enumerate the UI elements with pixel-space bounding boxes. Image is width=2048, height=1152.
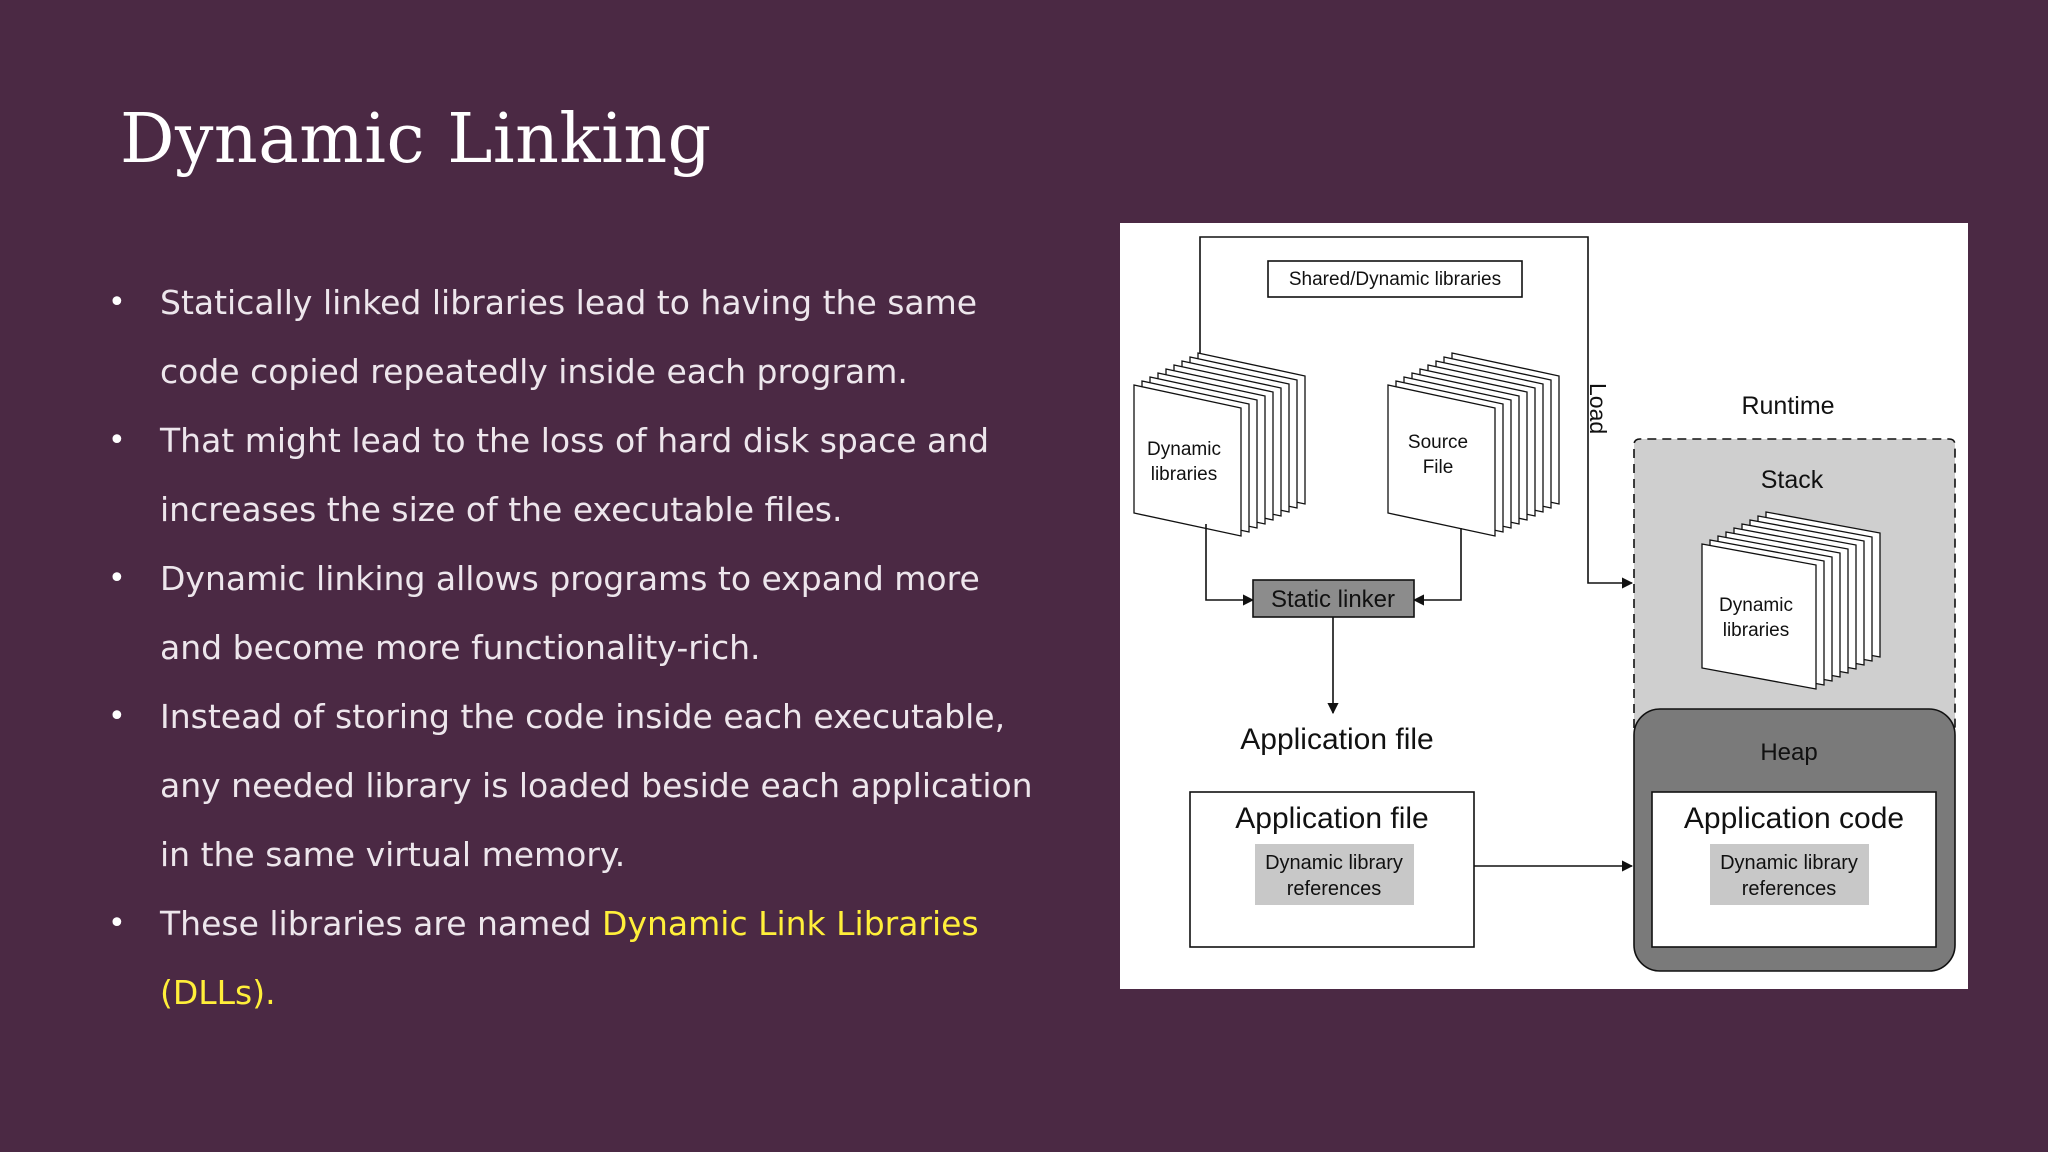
- dll-highlight: Dynamic Link Libraries (DLLs).: [160, 904, 979, 1012]
- dynamic-libraries-stack: [1133, 352, 1306, 537]
- bullet-item: Dynamic linking allows programs to expan…: [108, 544, 1048, 682]
- slide-title: Dynamic Linking: [120, 100, 712, 179]
- application-file-caption: Application file: [1240, 723, 1433, 756]
- source-file-stack: [1387, 352, 1560, 537]
- connector-line: [1412, 528, 1462, 606]
- bullet-list: Statically linked libraries lead to havi…: [108, 268, 1048, 1027]
- load-label: Load: [1585, 383, 1611, 434]
- connector-line: [1205, 524, 1255, 606]
- dynamic-libraries-label: libraries: [1151, 464, 1218, 485]
- heap-references-label: references: [1742, 878, 1837, 900]
- stack-label: Stack: [1761, 466, 1824, 494]
- application-file-box-title: Application file: [1235, 802, 1428, 835]
- application-code-label: Application code: [1684, 802, 1904, 835]
- shared-libraries-box: [1267, 260, 1523, 298]
- static-linker-box: [1252, 579, 1415, 618]
- heap-references-box: [1710, 844, 1869, 905]
- stack-libraries-label: Dynamic: [1719, 595, 1793, 616]
- stack-libraries-stack: [1701, 511, 1881, 690]
- dynamic-library-references-box: [1255, 844, 1414, 905]
- heap-label: Heap: [1760, 739, 1817, 766]
- source-file-label: File: [1423, 457, 1454, 478]
- static-linker-label: Static linker: [1271, 586, 1395, 613]
- bullet-item: Statically linked libraries lead to havi…: [108, 268, 1048, 406]
- stack-libraries-label: libraries: [1723, 620, 1790, 641]
- bullet-item: That might lead to the loss of hard disk…: [108, 406, 1048, 544]
- source-file-label: Source: [1408, 432, 1468, 453]
- heap-references-label: Dynamic library: [1720, 852, 1858, 874]
- shared-libraries-label: Shared/Dynamic libraries: [1289, 269, 1501, 290]
- dynamic-library-references-label: references: [1287, 878, 1382, 900]
- load-connector-line: [1199, 236, 1634, 589]
- runtime-label: Runtime: [1741, 392, 1834, 420]
- bullet-item: Instead of storing the code inside each …: [108, 682, 1048, 889]
- bullet-item: These libraries are named Dynamic Link L…: [108, 889, 1048, 1027]
- dynamic-library-references-label: Dynamic library: [1265, 852, 1403, 874]
- dynamic-libraries-label: Dynamic: [1147, 439, 1221, 460]
- dynamic-linking-diagram: Shared/Dynamic libraries Load Dynamic li…: [1120, 223, 1968, 989]
